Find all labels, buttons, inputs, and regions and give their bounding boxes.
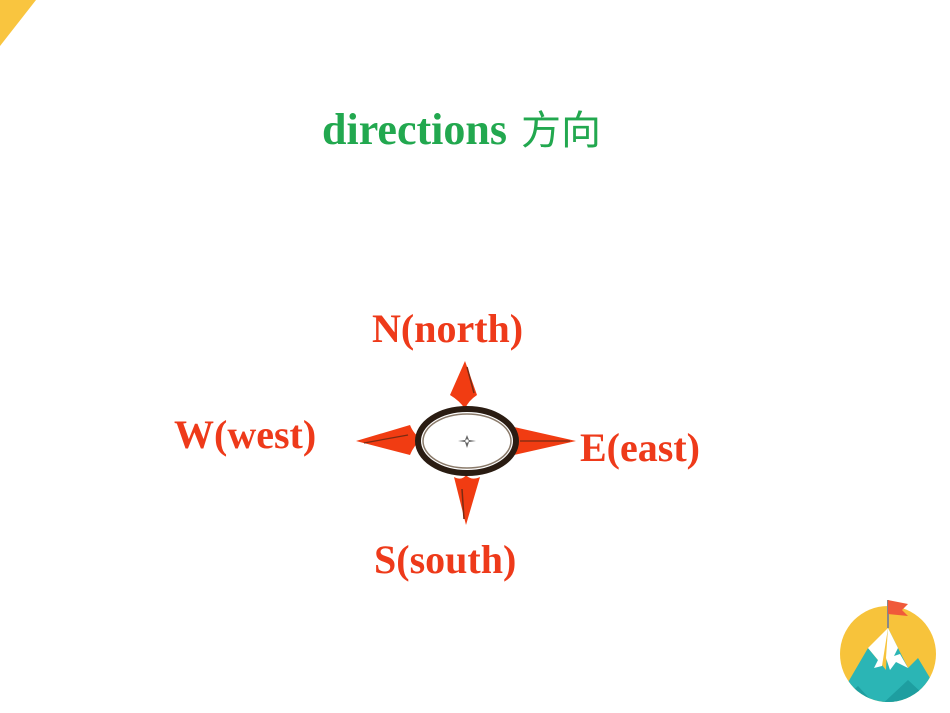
title-chinese: 方向: [520, 108, 601, 154]
title-english: directions: [322, 105, 507, 154]
west-arrow: [356, 425, 422, 455]
south-arrow: [454, 475, 480, 525]
compass-icon: [356, 361, 576, 525]
west-label: W(west): [174, 412, 317, 457]
north-arrow: [450, 361, 477, 409]
north-label: N(north): [372, 306, 524, 351]
corner-triangle-decoration: [0, 0, 36, 46]
mountain-flag-logo-icon: [840, 600, 936, 702]
page-title: directions 方向: [322, 108, 601, 152]
south-label: S(south): [374, 537, 517, 582]
east-label: E(east): [580, 425, 700, 470]
